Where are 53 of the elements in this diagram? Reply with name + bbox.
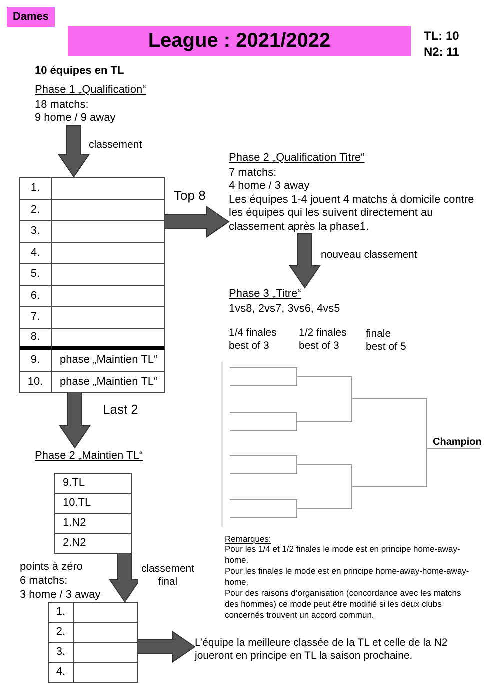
phase-heading: Phase 3 „Titre“ bbox=[229, 288, 302, 302]
block-arrow bbox=[138, 631, 196, 663]
title-banner: League : 2021/2022 bbox=[68, 26, 411, 56]
table-cell: 2. bbox=[49, 623, 74, 643]
block-arrow bbox=[164, 206, 230, 238]
note-text: 10 équipes en TL bbox=[35, 64, 126, 79]
table-cell: 6. bbox=[20, 286, 52, 307]
round-label: finale best of 5 bbox=[366, 328, 408, 354]
phase-heading: Phase 2 „Qualification Titre“ bbox=[229, 152, 366, 166]
phase-text: 9 home / 9 away bbox=[35, 112, 117, 126]
block-arrow bbox=[109, 553, 141, 603]
table-cell: 4. bbox=[20, 242, 52, 264]
table-cell: phase „Maintien TL“ bbox=[52, 350, 165, 372]
table-cell: 9. bbox=[20, 350, 52, 372]
round-label: 1/2 finales best of 3 bbox=[299, 327, 348, 353]
phase-text: 4 home / 3 away bbox=[229, 180, 311, 194]
table-cell: 3. bbox=[20, 221, 52, 242]
block-arrow bbox=[289, 234, 321, 289]
category-tag: Dames bbox=[7, 7, 55, 27]
table-cell: 1. bbox=[20, 178, 52, 200]
table-cell: 10. bbox=[20, 372, 52, 393]
remark-text: Pour des raisons d’organisation (concordance avec les matchs des hommes) ce mode peut être modifié si les deux clubs concernés trouvent un accord commun. bbox=[225, 588, 462, 621]
note-text: 6 matchs: bbox=[20, 574, 69, 588]
round-label: 1/4 finales best of 3 bbox=[229, 327, 278, 353]
remark-text: Pour les finales le mode est en principe home-away-home-away-home. bbox=[225, 566, 470, 588]
note-text: L’équipe la meilleure classée de la TL et celle de la N2 joueront en principe en TL la saison prochaine. bbox=[195, 637, 449, 663]
table-cell: 7. bbox=[20, 307, 52, 328]
table-cell: 8. bbox=[20, 328, 52, 350]
table-cell: 9.TL bbox=[55, 474, 132, 494]
table-cell: phase „Maintien TL“ bbox=[52, 372, 165, 393]
note-text: points à zéro bbox=[20, 560, 84, 574]
table-cell: 3. bbox=[49, 643, 74, 663]
table-cell: 5. bbox=[20, 264, 52, 286]
table-cell: 1.N2 bbox=[55, 514, 132, 534]
phase-heading: Phase 1 „Qualification“ bbox=[35, 84, 148, 98]
phase-heading: Phase 2 „Maintien TL“ bbox=[35, 449, 144, 464]
table-cell: 2. bbox=[20, 200, 52, 221]
block-arrow bbox=[58, 125, 90, 178]
team-count: N2: 11 bbox=[424, 44, 460, 61]
table-cell: 2.N2 bbox=[55, 534, 132, 554]
phase-text: Les équipes 1-4 jouent 4 matchs à domicile contre les équipes qui les suivent directement au classement après la phase1. bbox=[229, 194, 476, 234]
table-cell: 1. bbox=[49, 603, 74, 623]
block-arrow bbox=[59, 392, 91, 449]
champion-label: Champion bbox=[433, 436, 483, 450]
table-cell: 10.TL bbox=[55, 494, 132, 514]
note-text: 3 home / 3 away bbox=[20, 588, 102, 602]
remarks-heading: Remarques: bbox=[225, 533, 272, 546]
table-cell: 4. bbox=[49, 663, 74, 683]
remark-text: Pour les 1/4 et 1/2 finales le mode est en principe home-away-home. bbox=[225, 544, 462, 566]
phase-text: 1vs8, 2vs7, 3vs6, 4vs5 bbox=[229, 302, 342, 316]
phase-text: 18 matchs: bbox=[35, 98, 90, 112]
team-count: TL: 10 bbox=[424, 28, 460, 45]
phase-text: 7 matchs: bbox=[229, 166, 278, 180]
